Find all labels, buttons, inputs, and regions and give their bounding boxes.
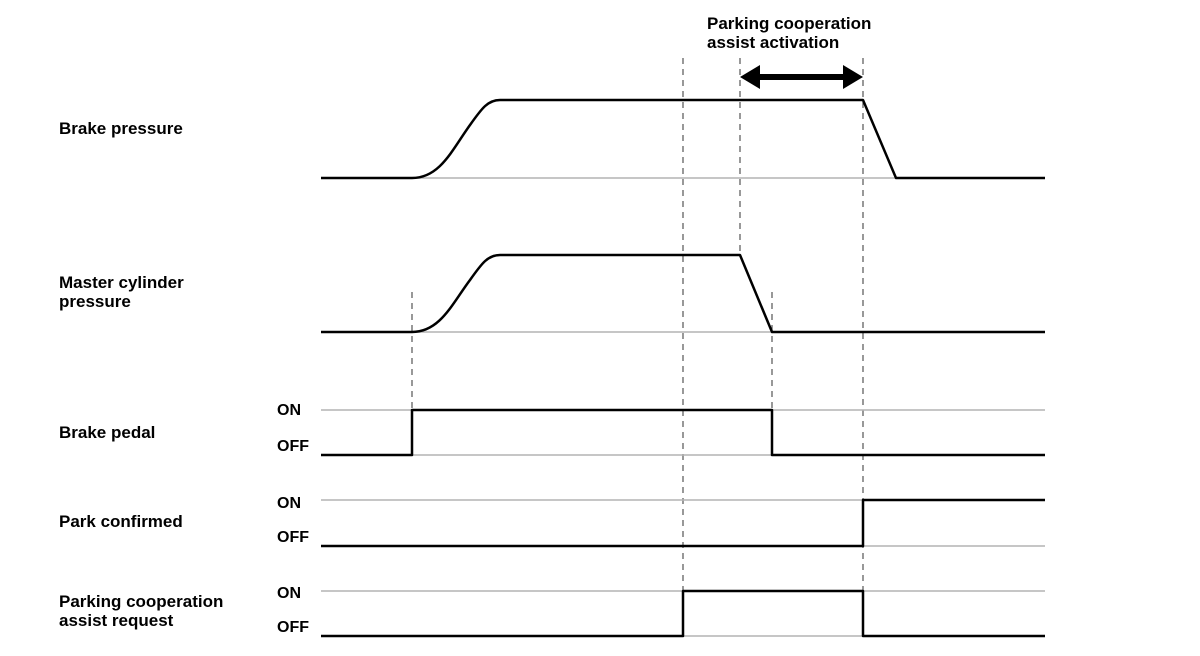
activation-annotation-line2: assist activation <box>707 33 840 52</box>
activation-arrow-left-head <box>740 65 760 89</box>
assist-request-off-level-label: OFF <box>277 619 309 636</box>
master-cylinder-label-line1: Master cylinder <box>59 273 184 292</box>
brake-pedal-label: Brake pedal <box>59 423 156 442</box>
brake-pedal-waveform <box>321 408 1045 457</box>
brake-pressure-label: Brake pressure <box>59 119 183 138</box>
guide-lines <box>411 58 864 590</box>
waveforms <box>321 98 1045 638</box>
brake-pressure-waveform <box>321 98 1045 180</box>
activation-arrow-right-head <box>843 65 863 89</box>
master-cylinder-waveform <box>321 253 1045 334</box>
park-confirmed-off-level-label: OFF <box>277 529 309 546</box>
activation-annotation-line1: Parking cooperation <box>707 14 872 33</box>
assist-request-label-line2: assist request <box>59 611 174 630</box>
park-confirmed-waveform <box>321 498 1045 548</box>
assist-request-label-line1: Parking cooperation <box>59 592 224 611</box>
park-confirmed-label: Park confirmed <box>59 512 183 531</box>
park-confirmed-on-level-label: ON <box>277 495 301 512</box>
master-cylinder-label-line2: pressure <box>59 292 131 311</box>
assist-request-on-level-label: ON <box>277 585 301 602</box>
activation-double-arrow <box>740 65 863 89</box>
brake-pedal-off-level-label: OFF <box>277 438 309 455</box>
assist-request-waveform <box>321 589 1045 638</box>
brake-pedal-on-level-label: ON <box>277 402 301 419</box>
